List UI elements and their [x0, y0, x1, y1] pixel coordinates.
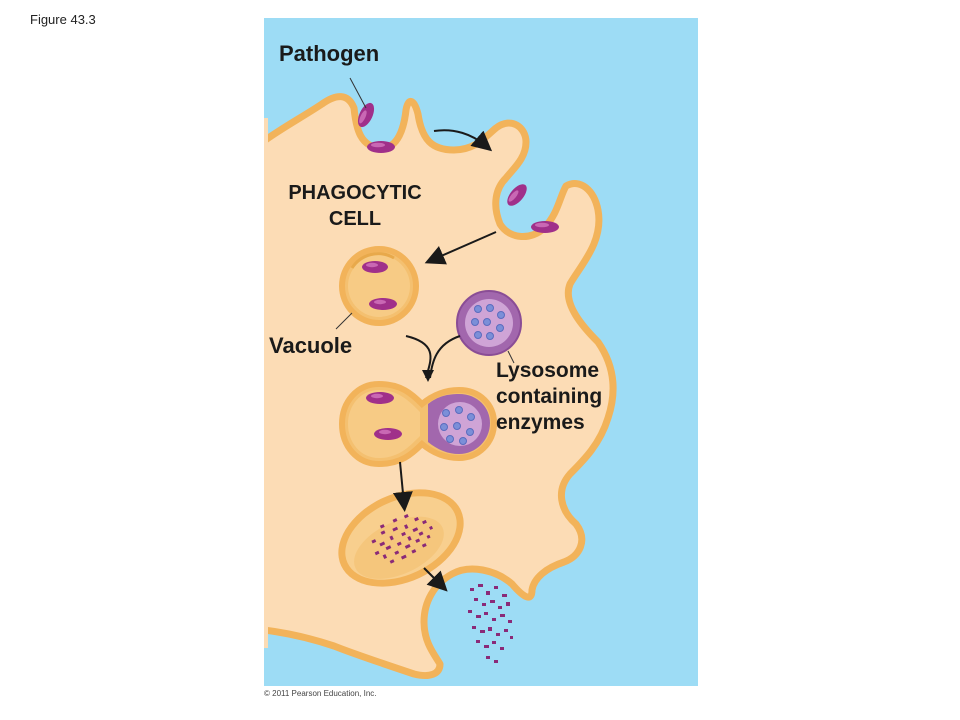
copyright-notice: © 2011 Pearson Education, Inc. [264, 689, 377, 698]
arrow-step-3-head [422, 370, 434, 382]
arrow-step-4 [392, 461, 413, 512]
phagocytosis-diagram [264, 18, 698, 686]
digested-fragments [371, 514, 434, 564]
pathogen-2 [367, 141, 395, 153]
vacuole [339, 246, 419, 326]
phagocytic-cell-label-line-2: CELL [328, 208, 382, 230]
pathogen-leader-line [349, 77, 367, 109]
pathogen-4 [531, 221, 559, 233]
lysosome-label-line-2: containing [496, 385, 603, 408]
phagocytic-cell-label-line-1: PHAGOCYTIC [288, 182, 422, 204]
expelled-debris [468, 584, 513, 663]
pathogen-label: Pathogen [279, 41, 380, 66]
arrow-step-5 [423, 567, 448, 592]
lysosome-label-line-3: enzymes [496, 411, 585, 434]
lysosome-label-line-1: Lysosome [496, 359, 600, 382]
figure-label: Figure 43.3 [30, 12, 96, 27]
lysosome-leader-line [507, 350, 515, 364]
pathogen-1 [357, 102, 375, 128]
arrow-step-1 [433, 129, 493, 152]
fusing-vacuole-lysosome [338, 380, 498, 468]
lysosome [456, 290, 522, 356]
digestive-vacuole [338, 489, 464, 587]
vacuole-label: Vacuole [269, 333, 353, 358]
phagocytic-cell-label: PHAGOCYTIC CELL [270, 180, 440, 232]
pathogen-3 [507, 184, 527, 206]
lysosome-label: Lysosome containing enzymes [496, 358, 602, 436]
vacuole-leader-line [335, 312, 353, 330]
arrow-step-2 [424, 231, 497, 265]
